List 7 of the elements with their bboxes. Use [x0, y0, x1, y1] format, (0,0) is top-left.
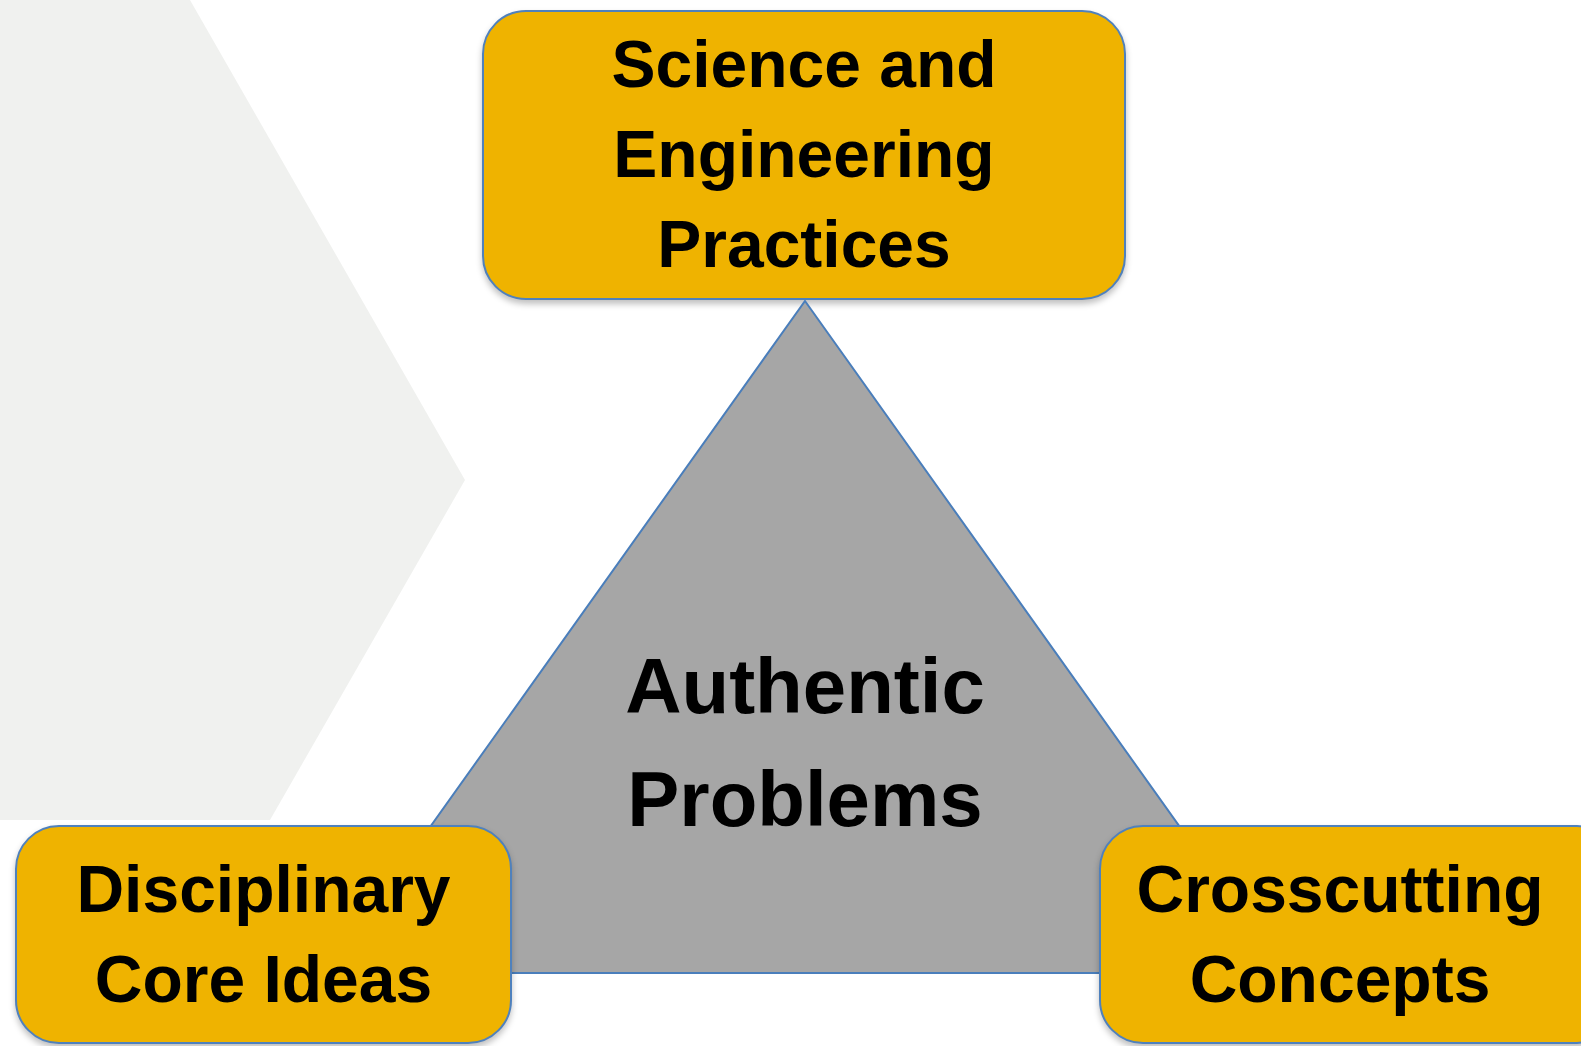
node-label: Science and Engineering Practices: [610, 26, 998, 283]
node-label: Authentic Problems: [624, 641, 986, 846]
concept-box: [1099, 825, 1581, 1044]
node-label: Disciplinary Core Ideas: [75, 850, 452, 1018]
node-label: Crosscutting Concepts: [1135, 850, 1545, 1018]
concept-box: [482, 10, 1126, 300]
concept-box: [15, 825, 512, 1044]
